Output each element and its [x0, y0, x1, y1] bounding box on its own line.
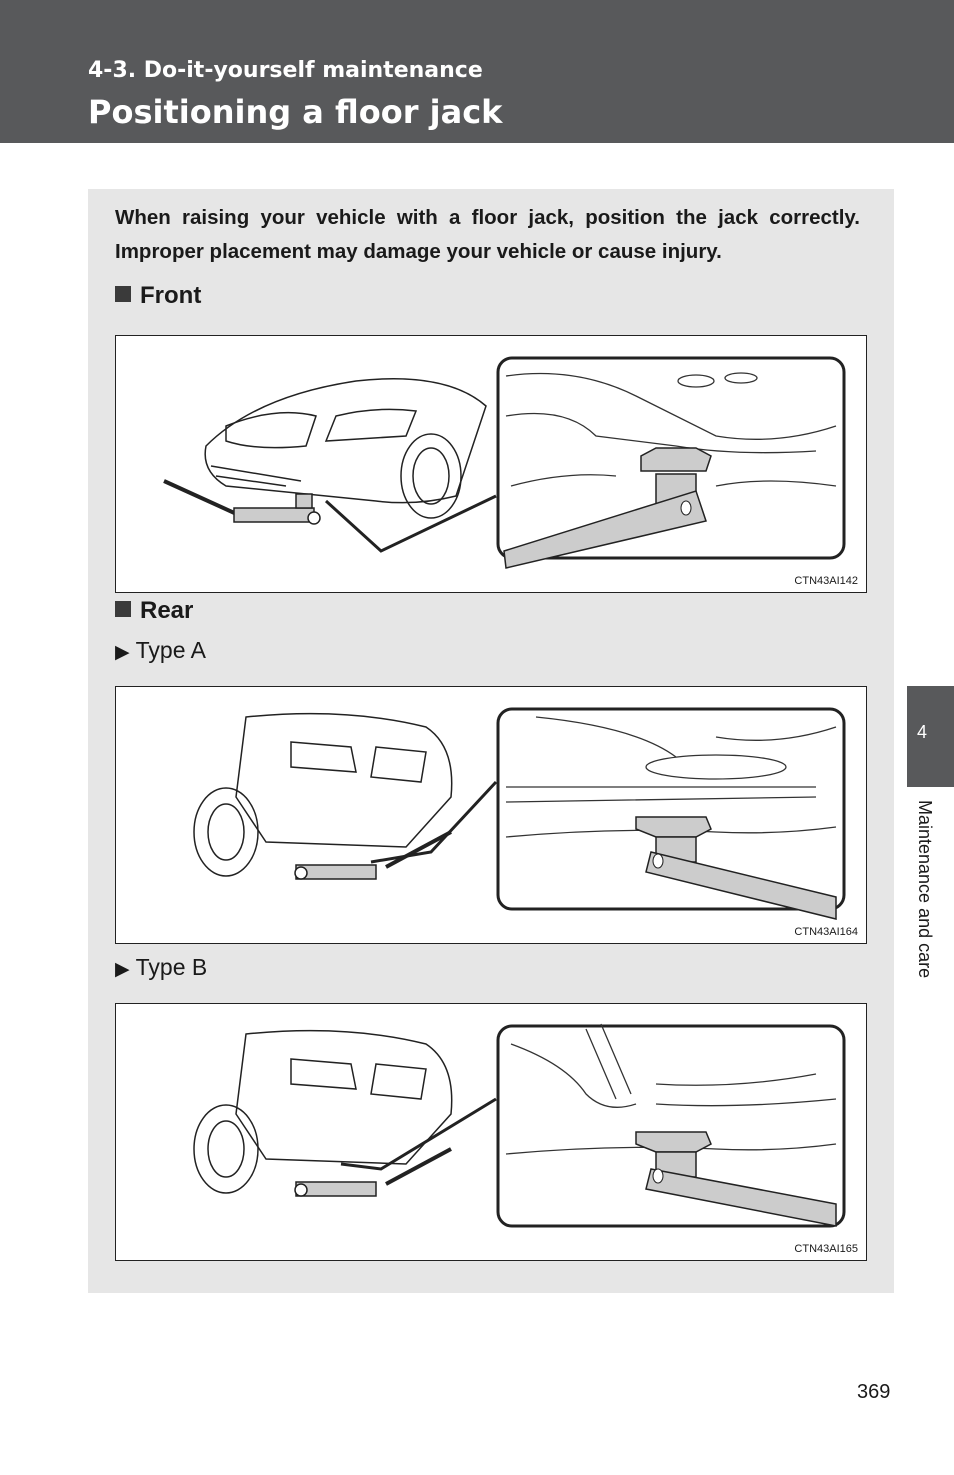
- figure-code: CTN43AI142: [794, 575, 858, 587]
- page-header: [0, 0, 954, 143]
- front-heading: Front: [115, 282, 201, 310]
- rear-heading: Rear: [115, 597, 193, 625]
- page-number: 369: [857, 1381, 891, 1403]
- rear-type-b-illustration: [193, 1023, 846, 1228]
- front-jack-figure: CTN43AI142: [115, 335, 867, 593]
- rear-type-a-illustration: [193, 707, 846, 920]
- front-jack-illustration: [163, 356, 846, 569]
- chapter-number: 4: [917, 722, 928, 742]
- square-bullet-icon: [115, 286, 131, 302]
- figure-code: CTN43AI165: [794, 1243, 858, 1255]
- rear-type-b-figure: CTN43AI165: [115, 1003, 867, 1261]
- triangle-bullet-icon: ▶: [115, 642, 130, 663]
- figure-code: CTN43AI164: [794, 926, 858, 938]
- square-bullet-icon: [115, 601, 131, 617]
- section-label: 4-3. Do-it-yourself maintenance: [88, 58, 483, 83]
- chapter-tab: [907, 686, 954, 787]
- rear-type-a-figure: CTN43AI164: [115, 686, 867, 944]
- triangle-bullet-icon: ▶: [115, 959, 130, 980]
- intro-text: When raising your vehicle with a floor j…: [115, 206, 860, 263]
- type-b-label: ▶Type B: [115, 954, 208, 980]
- type-a-label: ▶Type A: [115, 637, 206, 663]
- chapter-label: Maintenance and care: [915, 800, 935, 979]
- page-title: Positioning a floor jack: [88, 93, 503, 131]
